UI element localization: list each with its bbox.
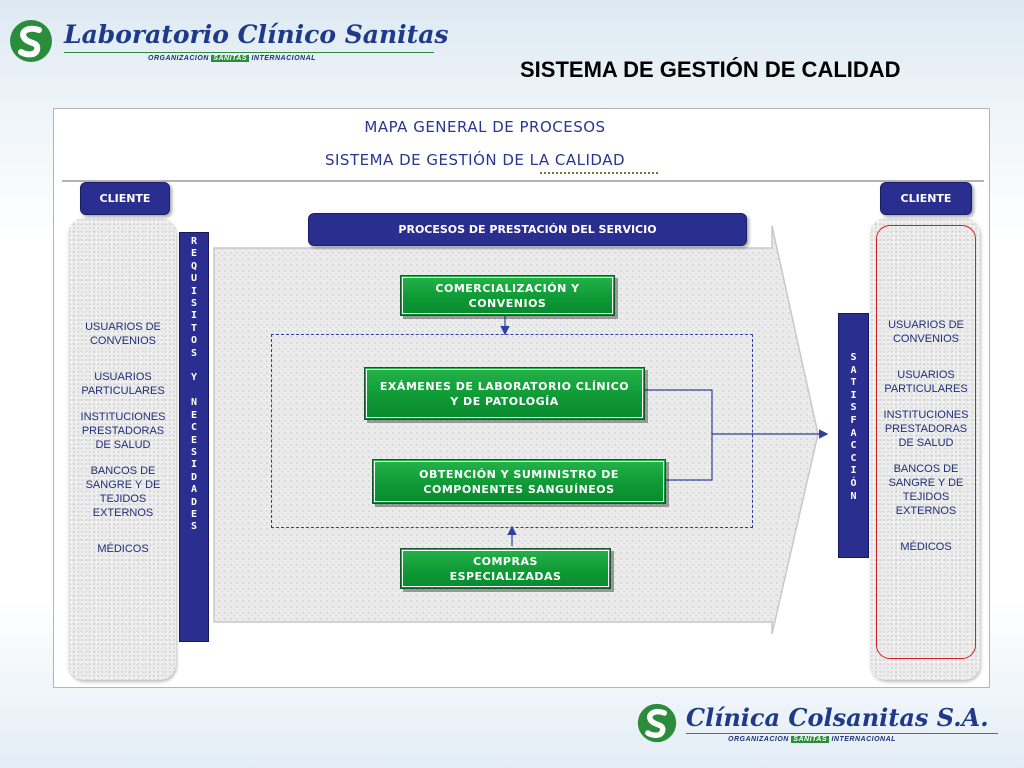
process-purchases: COMPRAS ESPECIALIZADAS <box>400 548 611 589</box>
logo-underline <box>64 52 434 53</box>
process-commercialization: COMERCIALIZACIÓN Y CONVENIOS <box>400 275 615 316</box>
process-lab-exams: EXÁMENES DE LABORATORIO CLÍNICO Y DE PAT… <box>364 367 645 420</box>
inner-frame-line <box>62 180 984 182</box>
colsanitas-logo-text: Clínica Colsanitas S.A. <box>686 703 989 732</box>
customer-item: USUARIOS DE CONVENIOS <box>888 319 964 345</box>
service-processes-header: PROCESOS DE PRESTACIÓN DEL SERVICIO <box>308 213 747 246</box>
requirements-needs-bar: R E Q U I S I T O S Y N E C E S I D A D … <box>179 232 209 642</box>
process-flow-arrow <box>213 225 819 635</box>
lab-logo-text: Laboratorio Clínico Sanitas <box>64 20 449 49</box>
customer-item: MÉDICOS <box>97 543 149 555</box>
customer-item: USUARIOS DE CONVENIOS <box>85 321 161 347</box>
customer-item: USUARIOS PARTICULARES <box>884 369 968 395</box>
customer-item: USUARIOS PARTICULARES <box>81 371 165 397</box>
left-customer-list: USUARIOS DE CONVENIOS USUARIOS PARTICULA… <box>68 320 178 556</box>
left-customer-column <box>68 218 176 680</box>
right-customer-list: USUARIOS DE CONVENIOS USUARIOS PARTICULA… <box>872 318 980 554</box>
org-tagline: ORGANIZACION SANITAS INTERNACIONAL <box>148 55 316 62</box>
customer-item: BANCOS DE SANGRE Y DE TEJIDOS EXTERNOS <box>85 465 161 519</box>
sanitas-logo-icon <box>10 20 52 62</box>
satisfaction-text: S A T I S F A C C I Ó N <box>850 352 857 502</box>
customer-item: MÉDICOS <box>900 541 952 553</box>
right-highlight-border <box>876 225 976 659</box>
header-logo: Laboratorio Clínico Sanitas ORGANIZACION… <box>8 16 449 68</box>
colsanitas-logo-icon <box>637 703 677 743</box>
left-client-header: CLIENTE <box>80 182 170 215</box>
right-client-header: CLIENTE <box>880 182 972 215</box>
right-customer-column <box>870 218 980 680</box>
spellcheck-underline <box>540 170 658 174</box>
footer-org-tagline: ORGANIZACION SANITAS INTERNACIONAL <box>728 736 896 743</box>
customer-item: INSTITUCIONES PRESTADORAS DE SALUD <box>80 411 166 451</box>
customer-item: INSTITUCIONES PRESTADORAS DE SALUD <box>883 409 969 449</box>
slide-title: SISTEMA DE GESTIÓN DE CALIDAD <box>520 57 901 82</box>
map-title: MAPA GENERAL DE PROCESOS <box>364 118 606 136</box>
satisfaction-bar: S A T I S F A C C I Ó N <box>838 313 869 558</box>
map-subtitle: SISTEMA DE GESTIÓN DE LA CALIDAD <box>324 151 626 169</box>
customer-item: BANCOS DE SANGRE Y DE TEJIDOS EXTERNOS <box>888 463 964 517</box>
requirements-needs-text: R E Q U I S I T O S Y N E C E S I D A D … <box>190 236 198 533</box>
footer-logo-underline <box>686 733 998 734</box>
process-blood-components: OBTENCIÓN Y SUMINISTRO DE COMPONENTES SA… <box>372 459 666 504</box>
footer-logo: Clínica Colsanitas S.A. ORGANIZACION SAN… <box>636 700 1016 750</box>
